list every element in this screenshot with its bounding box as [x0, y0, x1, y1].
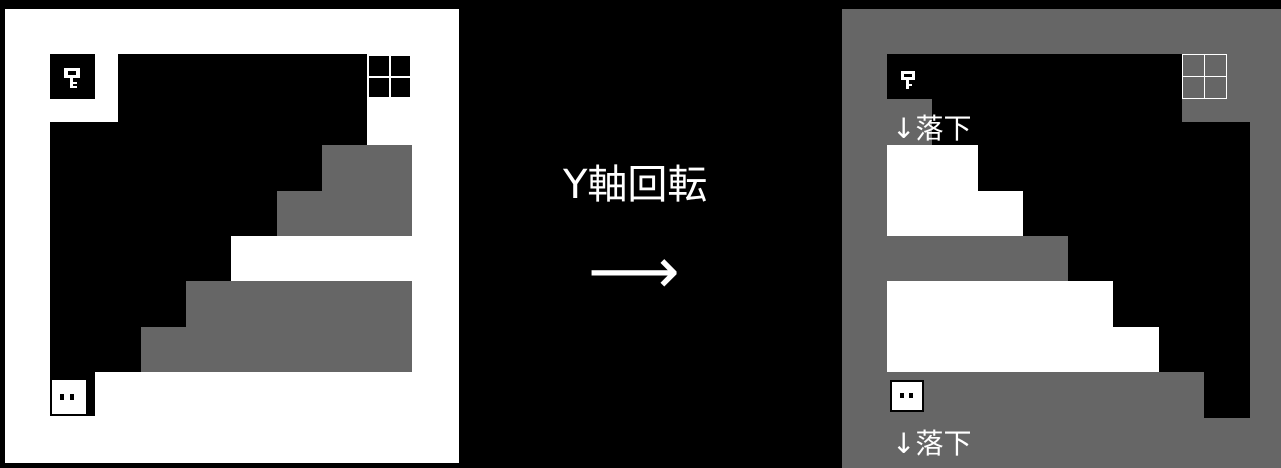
key-icon	[901, 71, 915, 89]
gray-block	[887, 236, 1068, 281]
after-panel: ↓落下 ↓落下	[842, 9, 1281, 468]
exit-window-icon	[1182, 54, 1227, 99]
white-block	[231, 236, 412, 281]
fall-label: ↓落下	[892, 427, 972, 460]
gray-block	[141, 327, 412, 372]
rotation-title: Y軸回転	[563, 162, 708, 208]
white-block	[887, 327, 1159, 372]
player-icon	[52, 380, 86, 414]
player-tile	[50, 372, 95, 416]
exit-window-icon	[367, 54, 412, 99]
key-tile	[50, 54, 95, 99]
fall-label: ↓落下	[892, 112, 972, 145]
key-tile	[887, 54, 932, 99]
white-block	[887, 281, 1113, 327]
white-block	[95, 372, 412, 416]
gray-block	[887, 372, 1204, 418]
gray-block	[186, 281, 412, 327]
white-block	[887, 145, 978, 191]
gray-block	[887, 99, 932, 145]
player-tile	[887, 372, 932, 418]
white-block	[887, 191, 1023, 236]
wall-block	[367, 99, 412, 145]
gray-block	[277, 191, 412, 236]
gray-block	[322, 145, 412, 191]
key-icon	[64, 68, 80, 88]
player-icon	[890, 380, 924, 412]
before-panel	[5, 9, 459, 463]
arrow-icon: ⟶	[588, 235, 680, 309]
